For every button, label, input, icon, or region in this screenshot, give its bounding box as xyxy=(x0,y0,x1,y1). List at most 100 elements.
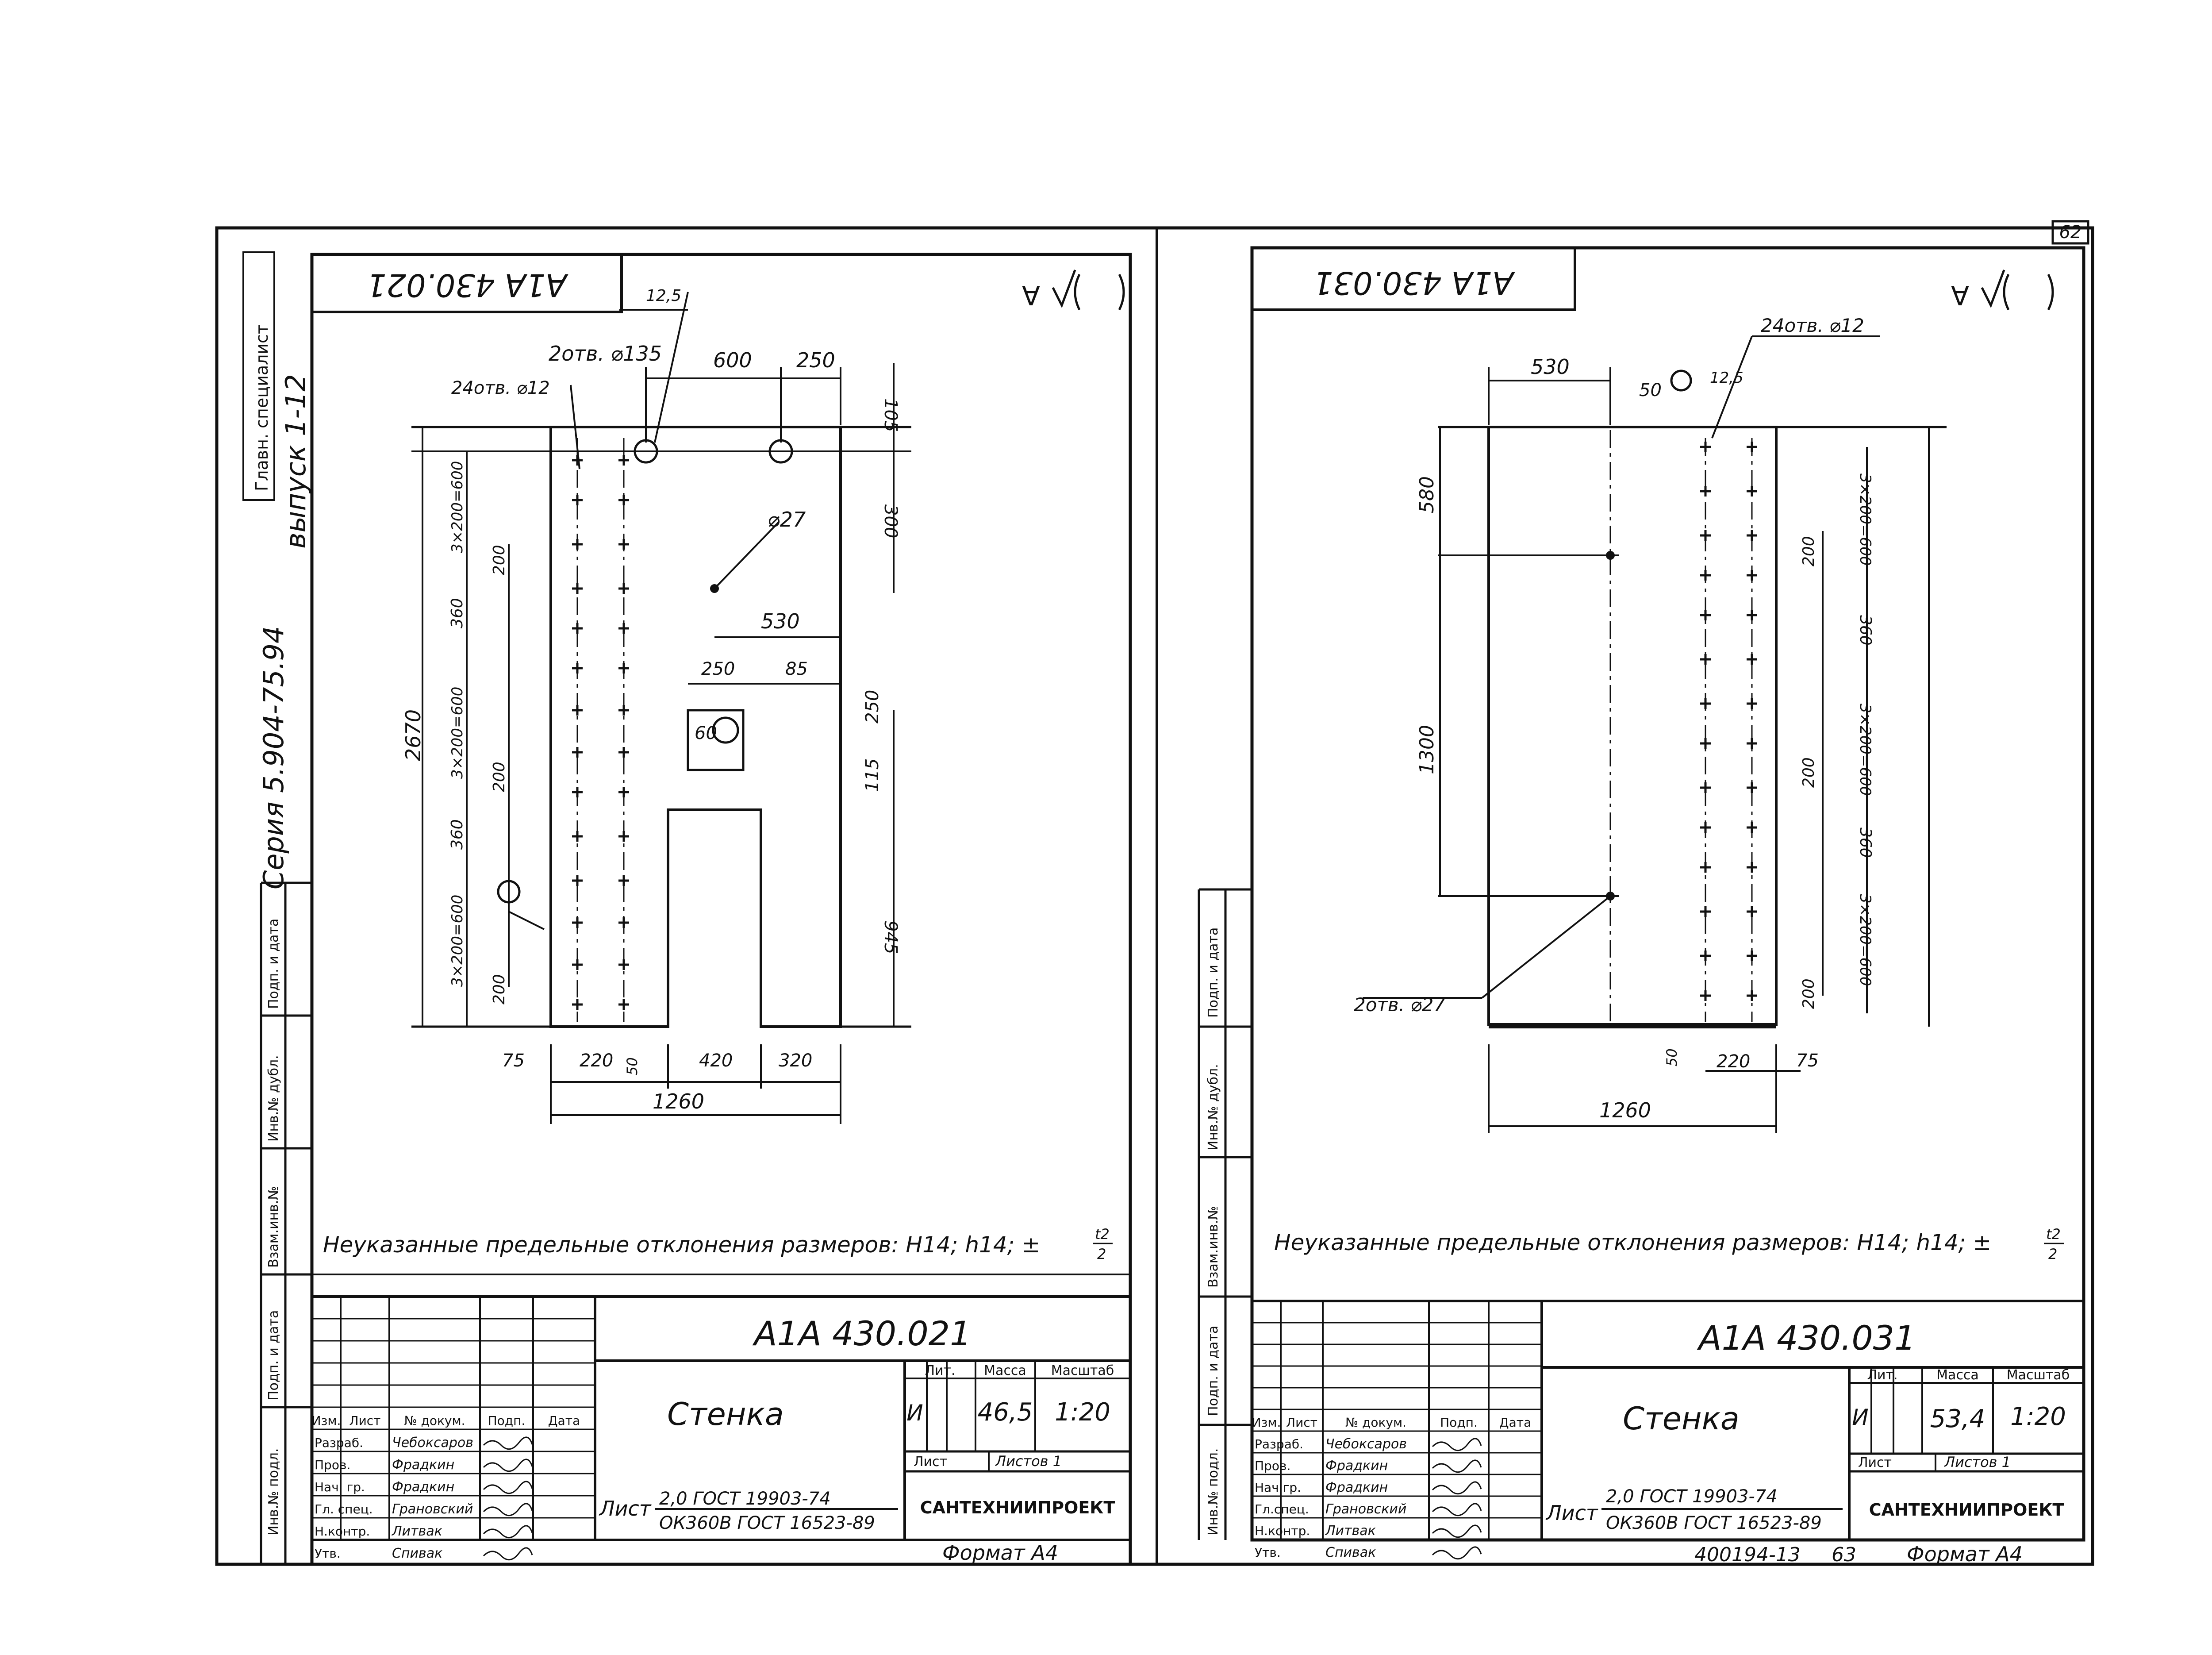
hole-cross xyxy=(618,623,629,634)
right-title-block: А1А 430.031 Стенка Лит. Масса Масштаб И … xyxy=(1251,1300,2085,1541)
hole-cross xyxy=(618,495,629,505)
page-number-box xyxy=(2051,220,2089,245)
page-number: 62 xyxy=(2059,222,2082,242)
hole-cross xyxy=(618,663,629,674)
left-h-mass: Масса xyxy=(984,1363,1026,1378)
hole-cross xyxy=(1700,906,1711,917)
right-roughness-symbol: ∀ xyxy=(1951,269,2054,312)
hole-cross xyxy=(572,747,583,758)
col-sign-date-2: Подп. и дата xyxy=(266,1310,281,1401)
sign-col-header: Дата xyxy=(1499,1415,1532,1430)
sheet-left: Подп. и дата Инв.№ дубл. Взам.инв.№ Подп… xyxy=(260,253,1132,1566)
sign-name: Фрадкин xyxy=(392,1479,454,1495)
hole-cross xyxy=(1747,822,1757,833)
bottom-stamp: 400194-13 xyxy=(1694,1543,1801,1566)
svg-text:выпуск 1-12: выпуск 1-12 xyxy=(280,374,312,549)
dim-530: 530 xyxy=(761,609,800,633)
sign-name: Чебоксаров xyxy=(392,1435,473,1451)
right-lit: И xyxy=(1852,1405,1868,1430)
right-h-lit: Лит. xyxy=(1867,1367,1897,1383)
left-part-outline xyxy=(411,426,911,1028)
r-dim-1300: 1300 xyxy=(1416,725,1438,774)
left-tolerance-note: Неуказанные предельные отклонения размер… xyxy=(323,1232,1040,1258)
sign-name: Фрадкин xyxy=(392,1457,454,1473)
dim-945: 945 xyxy=(880,920,901,954)
right-dimension-texts: 530 50 24отв. ⌀12 2отв. ⌀27 220 75 1260 … xyxy=(1354,315,1864,1122)
hole-cross xyxy=(572,705,583,716)
hole-cross xyxy=(572,831,583,842)
right-h-scale: Масштаб xyxy=(2007,1367,2070,1383)
hole-cross xyxy=(1747,698,1757,709)
dim-600: 600 xyxy=(713,348,752,372)
sign-name: Спивак xyxy=(1325,1545,1376,1560)
sign-role: Гл.спец. xyxy=(1255,1502,1309,1516)
hole-cross xyxy=(572,787,583,797)
roughness-note-a: 12,5 xyxy=(646,287,681,305)
r-col-orig-inv: Инв.№ подл. xyxy=(1206,1448,1221,1536)
hole-cross xyxy=(572,539,583,550)
hole-cross xyxy=(1747,530,1757,541)
side-stamp-seal: Главн. специалист xyxy=(242,251,275,501)
right-code-box-text: А1А 430.031 xyxy=(1313,265,1515,301)
left-format: Формат А4 xyxy=(942,1541,1058,1565)
r-roughness-note: 12,5 xyxy=(1710,369,1743,387)
dim-115: 115 xyxy=(862,758,883,792)
r-dim-580: 580 xyxy=(1416,476,1438,513)
r-col-replace-inv: Взам.инв.№ xyxy=(1206,1206,1221,1288)
svg-text:∀: ∀ xyxy=(1022,281,1040,312)
right-material-top: 2,0 ГОСТ 19903-74 xyxy=(1606,1486,1778,1507)
hole-cross xyxy=(1747,442,1757,452)
left-material-top: 2,0 ГОСТ 19903-74 xyxy=(659,1489,831,1509)
hole-cross xyxy=(572,959,583,970)
right-hole-marker xyxy=(1670,369,1692,392)
r-dim-50: 50 xyxy=(1639,380,1662,400)
holes-12-label: 24отв. ⌀12 xyxy=(451,378,550,398)
sign-name: Грановский xyxy=(392,1501,473,1517)
sheet-right: Подп. и дата Инв.№ дубл. Взам.инв.№ Подп… xyxy=(1198,246,2085,1566)
hole-cross xyxy=(572,663,583,674)
hole-cross xyxy=(1700,530,1711,541)
left-lit: И xyxy=(906,1400,923,1426)
r-col-dup-inv: Инв.№ дубл. xyxy=(1206,1064,1221,1151)
right-tol-frac-num: t2 xyxy=(2046,1226,2061,1243)
sign-name: Спивак xyxy=(392,1546,442,1561)
sign-name: Фрадкин xyxy=(1325,1458,1388,1474)
dim-pitch-3: 3×200=600 xyxy=(449,895,466,987)
hole-cross xyxy=(1747,570,1757,581)
hole-cross xyxy=(572,875,583,886)
dim-pitch-1: 3×200=600 xyxy=(449,461,466,553)
right-inner-frame xyxy=(1250,246,2085,1542)
hole-cross xyxy=(1747,738,1757,749)
r-dim-pitch-2: 3×200=600 xyxy=(1856,704,1874,796)
signature-scribble xyxy=(483,1459,533,1472)
sign-role: Нач.гр. xyxy=(1255,1480,1301,1495)
left-scale: 1:20 xyxy=(1055,1398,1110,1427)
hole-cross xyxy=(1700,822,1711,833)
sign-role: Пров. xyxy=(1255,1459,1290,1473)
left-hole-pattern xyxy=(576,438,625,1022)
hole-cross xyxy=(1700,738,1711,749)
dim-75: 75 xyxy=(502,1051,525,1071)
hole-cross xyxy=(1700,782,1711,793)
col-dup-inv: Инв.№ дубл. xyxy=(266,1055,281,1142)
col-replace-inv: Взам.инв.№ xyxy=(266,1186,281,1268)
signature-scribble xyxy=(483,1547,533,1561)
right-vertical-dim-texts: 580 1300 3×200=600 3×200=600 3×200=600 2… xyxy=(1416,473,1874,1066)
left-designation: А1А 430.021 xyxy=(752,1314,972,1353)
r-dim-1260: 1260 xyxy=(1599,1098,1651,1122)
bottom-page: 63 xyxy=(1832,1543,1856,1566)
col-sign-date: Подп. и дата xyxy=(266,919,281,1009)
hole-cross xyxy=(618,747,629,758)
sign-col-header: Подп. xyxy=(1440,1415,1478,1430)
right-tol-frac-den: 2 xyxy=(2048,1246,2057,1262)
svg-text:Серия 5.904-75.94: Серия 5.904-75.94 xyxy=(257,626,290,889)
right-sheet-label: Лист xyxy=(1858,1455,1892,1470)
dim-250-mid: 250 xyxy=(701,659,735,679)
sign-col-header: Лист xyxy=(349,1413,381,1428)
sign-role: Н.контр. xyxy=(1255,1524,1310,1538)
right-part-name: Стенка xyxy=(1623,1401,1740,1437)
right-org: САНТЕХНИИПРОЕКТ xyxy=(1869,1500,2064,1520)
dim-250-top: 250 xyxy=(796,348,835,372)
r-dim-200-a: 200 xyxy=(1800,536,1818,566)
